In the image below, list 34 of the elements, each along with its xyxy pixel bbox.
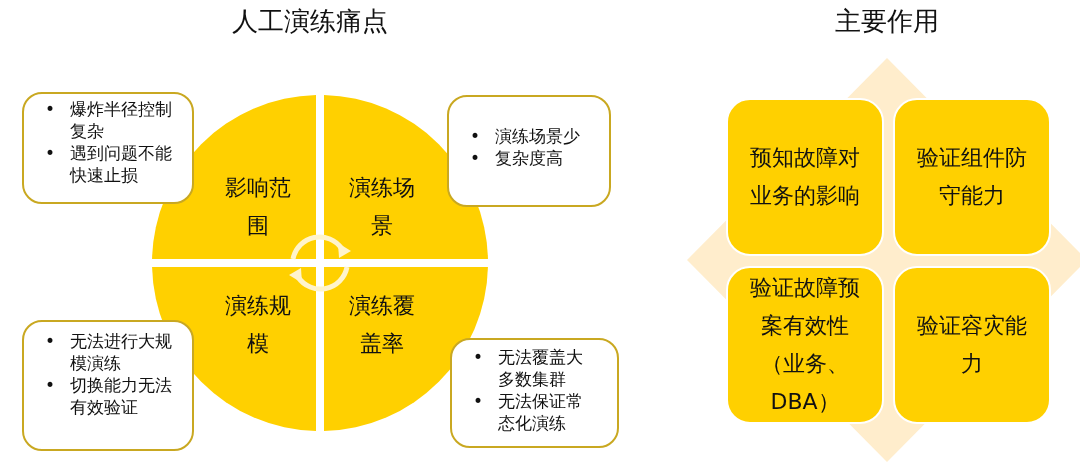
- bullet-mark: •: [469, 147, 481, 169]
- segment-label: 演练规模: [224, 292, 292, 358]
- bullet-mark: •: [472, 346, 484, 368]
- bullet-text: 无法进行大规模演练: [70, 330, 173, 374]
- bullet-mark: •: [44, 374, 56, 396]
- tile-text: 验证故障预案有效性（业务、DBA）: [749, 274, 861, 416]
- tile-text: 验证组件防守能力: [916, 144, 1028, 210]
- bullet-text: 遇到问题不能快速止损: [70, 142, 173, 186]
- rounded-tile: [893, 266, 1051, 424]
- callout-box: [447, 95, 611, 207]
- tile-text: 验证容灾能力: [916, 312, 1028, 378]
- tile-text: 预知故障对业务的影响: [749, 144, 861, 210]
- callout-box: [450, 338, 619, 448]
- segment-label: 演练覆盖率: [348, 292, 416, 358]
- bullet-text: 无法保证常态化演练: [498, 390, 584, 434]
- bullet-text: 复杂度高: [495, 147, 564, 169]
- bullet-mark: •: [472, 390, 484, 412]
- callout-box: [22, 320, 194, 451]
- bullet-text: 演练场景少: [495, 125, 581, 147]
- bullet-mark: •: [469, 125, 481, 147]
- callout-box: [22, 92, 194, 204]
- segment-label: 演练场景: [348, 174, 416, 240]
- segment-label: 影响范围: [224, 174, 292, 240]
- rounded-tile: [726, 266, 884, 424]
- bullet-mark: •: [44, 98, 56, 120]
- bullet-text: 爆炸半径控制复杂: [70, 98, 173, 142]
- heading: 人工演练痛点: [232, 5, 388, 38]
- bullet-text: 切换能力无法有效验证: [70, 374, 173, 418]
- bullet-mark: •: [44, 330, 56, 352]
- heading: 主要作用: [835, 5, 939, 38]
- rounded-tile: [893, 98, 1051, 256]
- bullet-mark: •: [44, 142, 56, 164]
- bullet-text: 无法覆盖大多数集群: [498, 346, 584, 390]
- rounded-tile: [726, 98, 884, 256]
